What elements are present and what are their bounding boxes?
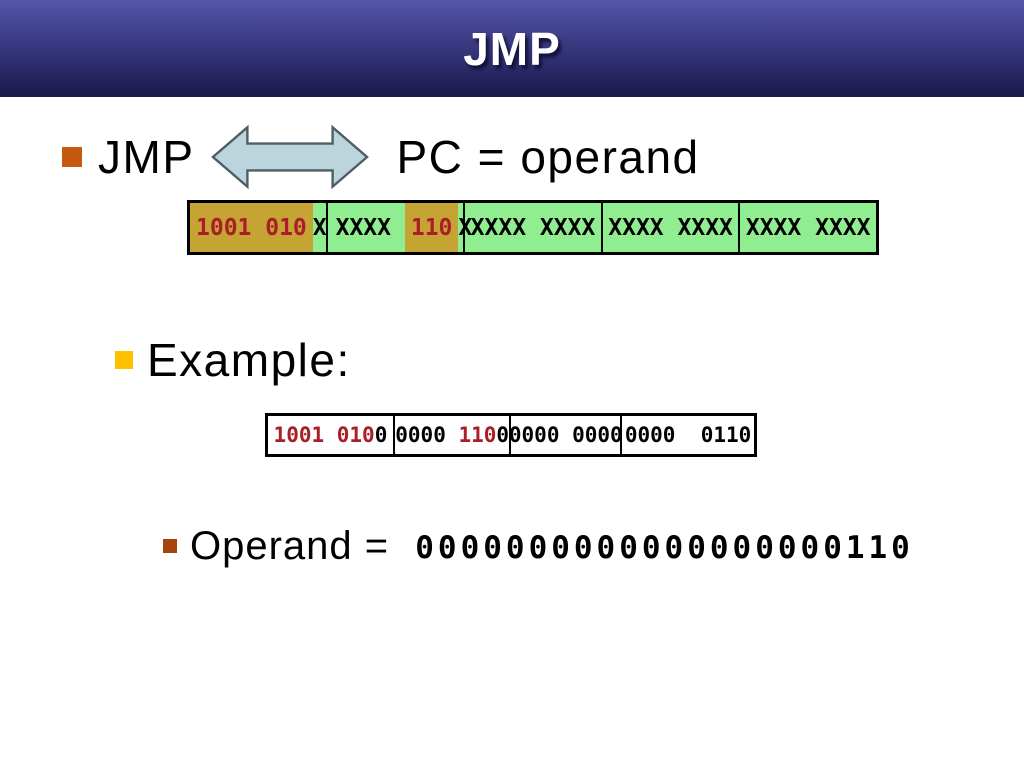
binary-segment: 0 [374, 423, 388, 447]
binary-segment: XXXX XXXX [608, 214, 733, 241]
example-label: Example: [147, 333, 351, 386]
orange-square-bullet-icon [62, 147, 82, 167]
brown-square-bullet-icon [163, 539, 177, 553]
binary-segment: XXXX XXXX [745, 214, 871, 241]
binary-segment: 0 [496, 423, 510, 447]
binary-table-cell: XXXX XXXX [603, 203, 741, 252]
double-arrow-icon [210, 124, 369, 190]
binary-segment: X [312, 214, 327, 241]
gold-square-bullet-icon [115, 351, 133, 369]
highlighted-binary-segment: 110 [404, 203, 459, 252]
binary-segment: 0000 0110 [624, 423, 752, 447]
pc-operand-label: PC = operand [396, 130, 700, 183]
binary-segment: XXXX [335, 214, 405, 241]
binary-table-cell: XXXX XXXX [465, 203, 603, 252]
operand-line: Operand = 0000000000000000000110 [163, 524, 914, 568]
binary-segment: 0000 0000 [508, 423, 623, 447]
operand-label: Operand = [190, 523, 402, 568]
binary-segment: 110 [458, 423, 497, 447]
binary-table-cell: XXXX XXXX [740, 203, 876, 252]
binary-segment: XXXX XXXX [470, 214, 596, 241]
operand-value: 0000000000000000000110 [415, 529, 914, 566]
slide-title: JMP [463, 22, 561, 75]
jmp-definition-line: JMP PC = operand [62, 122, 700, 192]
binary-segment: 1001 010 [273, 423, 375, 447]
binary-segment: 0000 [395, 423, 459, 447]
jmp-label: JMP [98, 130, 195, 183]
binary-segment: X [458, 214, 473, 241]
binary-table-cell: 0000 0110 [622, 416, 754, 454]
binary-table-cell: 0000 0000 [508, 416, 623, 454]
highlighted-binary-segment: 1001 010 [190, 203, 313, 252]
example-line: Example: [115, 332, 351, 388]
slide-header: JMP [0, 0, 1024, 97]
